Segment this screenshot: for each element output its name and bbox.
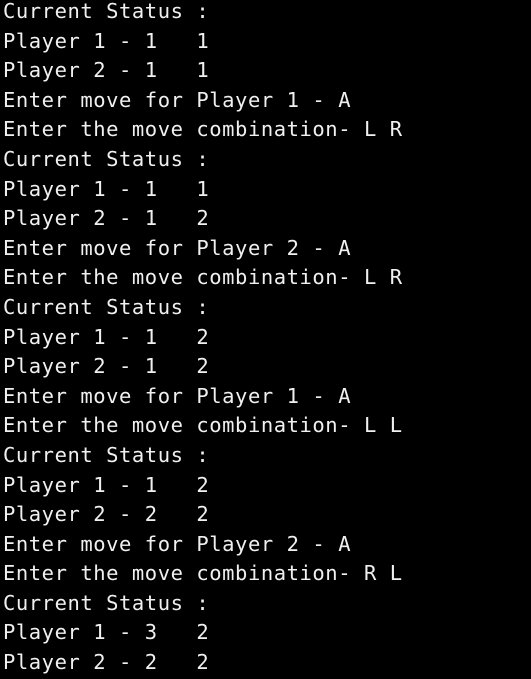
console-line: Player 2 - 1 2 — [3, 354, 210, 379]
console-output: Current Status : Player 1 - 1 1 Player 2… — [3, 0, 403, 678]
console-line: Player 2 - 2 2 — [3, 650, 210, 675]
console-line: Enter move for Player 2 - A — [3, 235, 352, 260]
console-line: Enter the move combination- L R — [3, 117, 403, 142]
console-line: Enter move for Player 2 - A — [3, 531, 352, 556]
console-line: Enter the move combination- R L — [3, 561, 403, 586]
console-line: Player 1 - 1 1 — [3, 28, 210, 53]
console-line: Current Status : — [3, 146, 210, 171]
console-line: Current Status : — [3, 294, 210, 319]
console-line: Player 1 - 1 1 — [3, 176, 210, 201]
console-line: Enter the move combination- L R — [3, 265, 403, 290]
console-line: Enter move for Player 1 - A — [3, 383, 352, 408]
console-line: Player 1 - 1 2 — [3, 472, 210, 497]
console-line: Enter the move combination- L L — [3, 413, 403, 438]
console-line: Player 2 - 1 1 — [3, 58, 210, 83]
console-line: Current Status : — [3, 0, 210, 23]
console-line: Player 2 - 2 2 — [3, 502, 210, 527]
console-line: Current Status : — [3, 590, 210, 615]
console-line: Player 2 - 1 2 — [3, 206, 210, 231]
console-line: Player 1 - 3 2 — [3, 620, 210, 645]
console-line: Player 1 - 1 2 — [3, 324, 210, 349]
console-line: Enter move for Player 1 - A — [3, 87, 352, 112]
console-line: Current Status : — [3, 442, 210, 467]
